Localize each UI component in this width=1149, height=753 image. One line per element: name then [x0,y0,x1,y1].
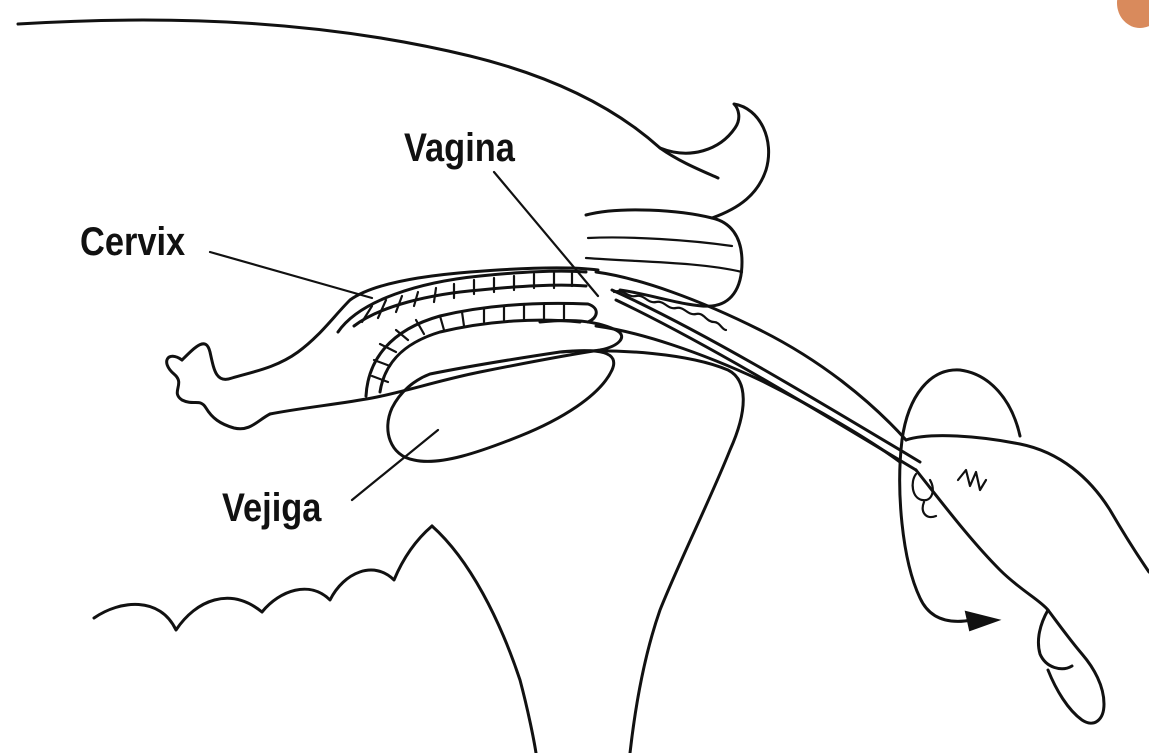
finger-grip [923,502,936,517]
pipette-line-1 [612,290,920,462]
leader-line-vagina [494,172,598,296]
motion-arrowhead [966,612,998,630]
abdomen-wave [94,526,432,630]
cervix-lower-outline [366,303,596,396]
back-outline [18,20,718,178]
tail-outline [660,104,769,218]
leg-outline [560,351,743,753]
leader-line-cervix [210,252,372,298]
label-cervix: Cervix [80,222,185,262]
label-vejiga: Vejiga [222,488,321,528]
label-vagina: Vagina [404,128,515,168]
abdomen-edge [432,526,536,753]
vulva-outline [586,210,742,306]
leader-line-vejiga [352,430,438,500]
uterus-horns-wavy [167,356,270,429]
vaginal-canal-lower [596,326,900,462]
vulva-fold-1 [588,237,732,246]
arm-lower-outline [916,470,1104,723]
knuckle-scribble [958,470,986,490]
cervix-lower-inner [380,320,580,392]
pipette-line-2 [616,300,916,470]
motion-loop [900,370,1020,621]
uterus-lower-outline [270,320,622,414]
cervix-upper-outline [338,271,586,332]
pipette-tip-beads [614,291,726,330]
vulva-fold-2 [586,258,742,272]
